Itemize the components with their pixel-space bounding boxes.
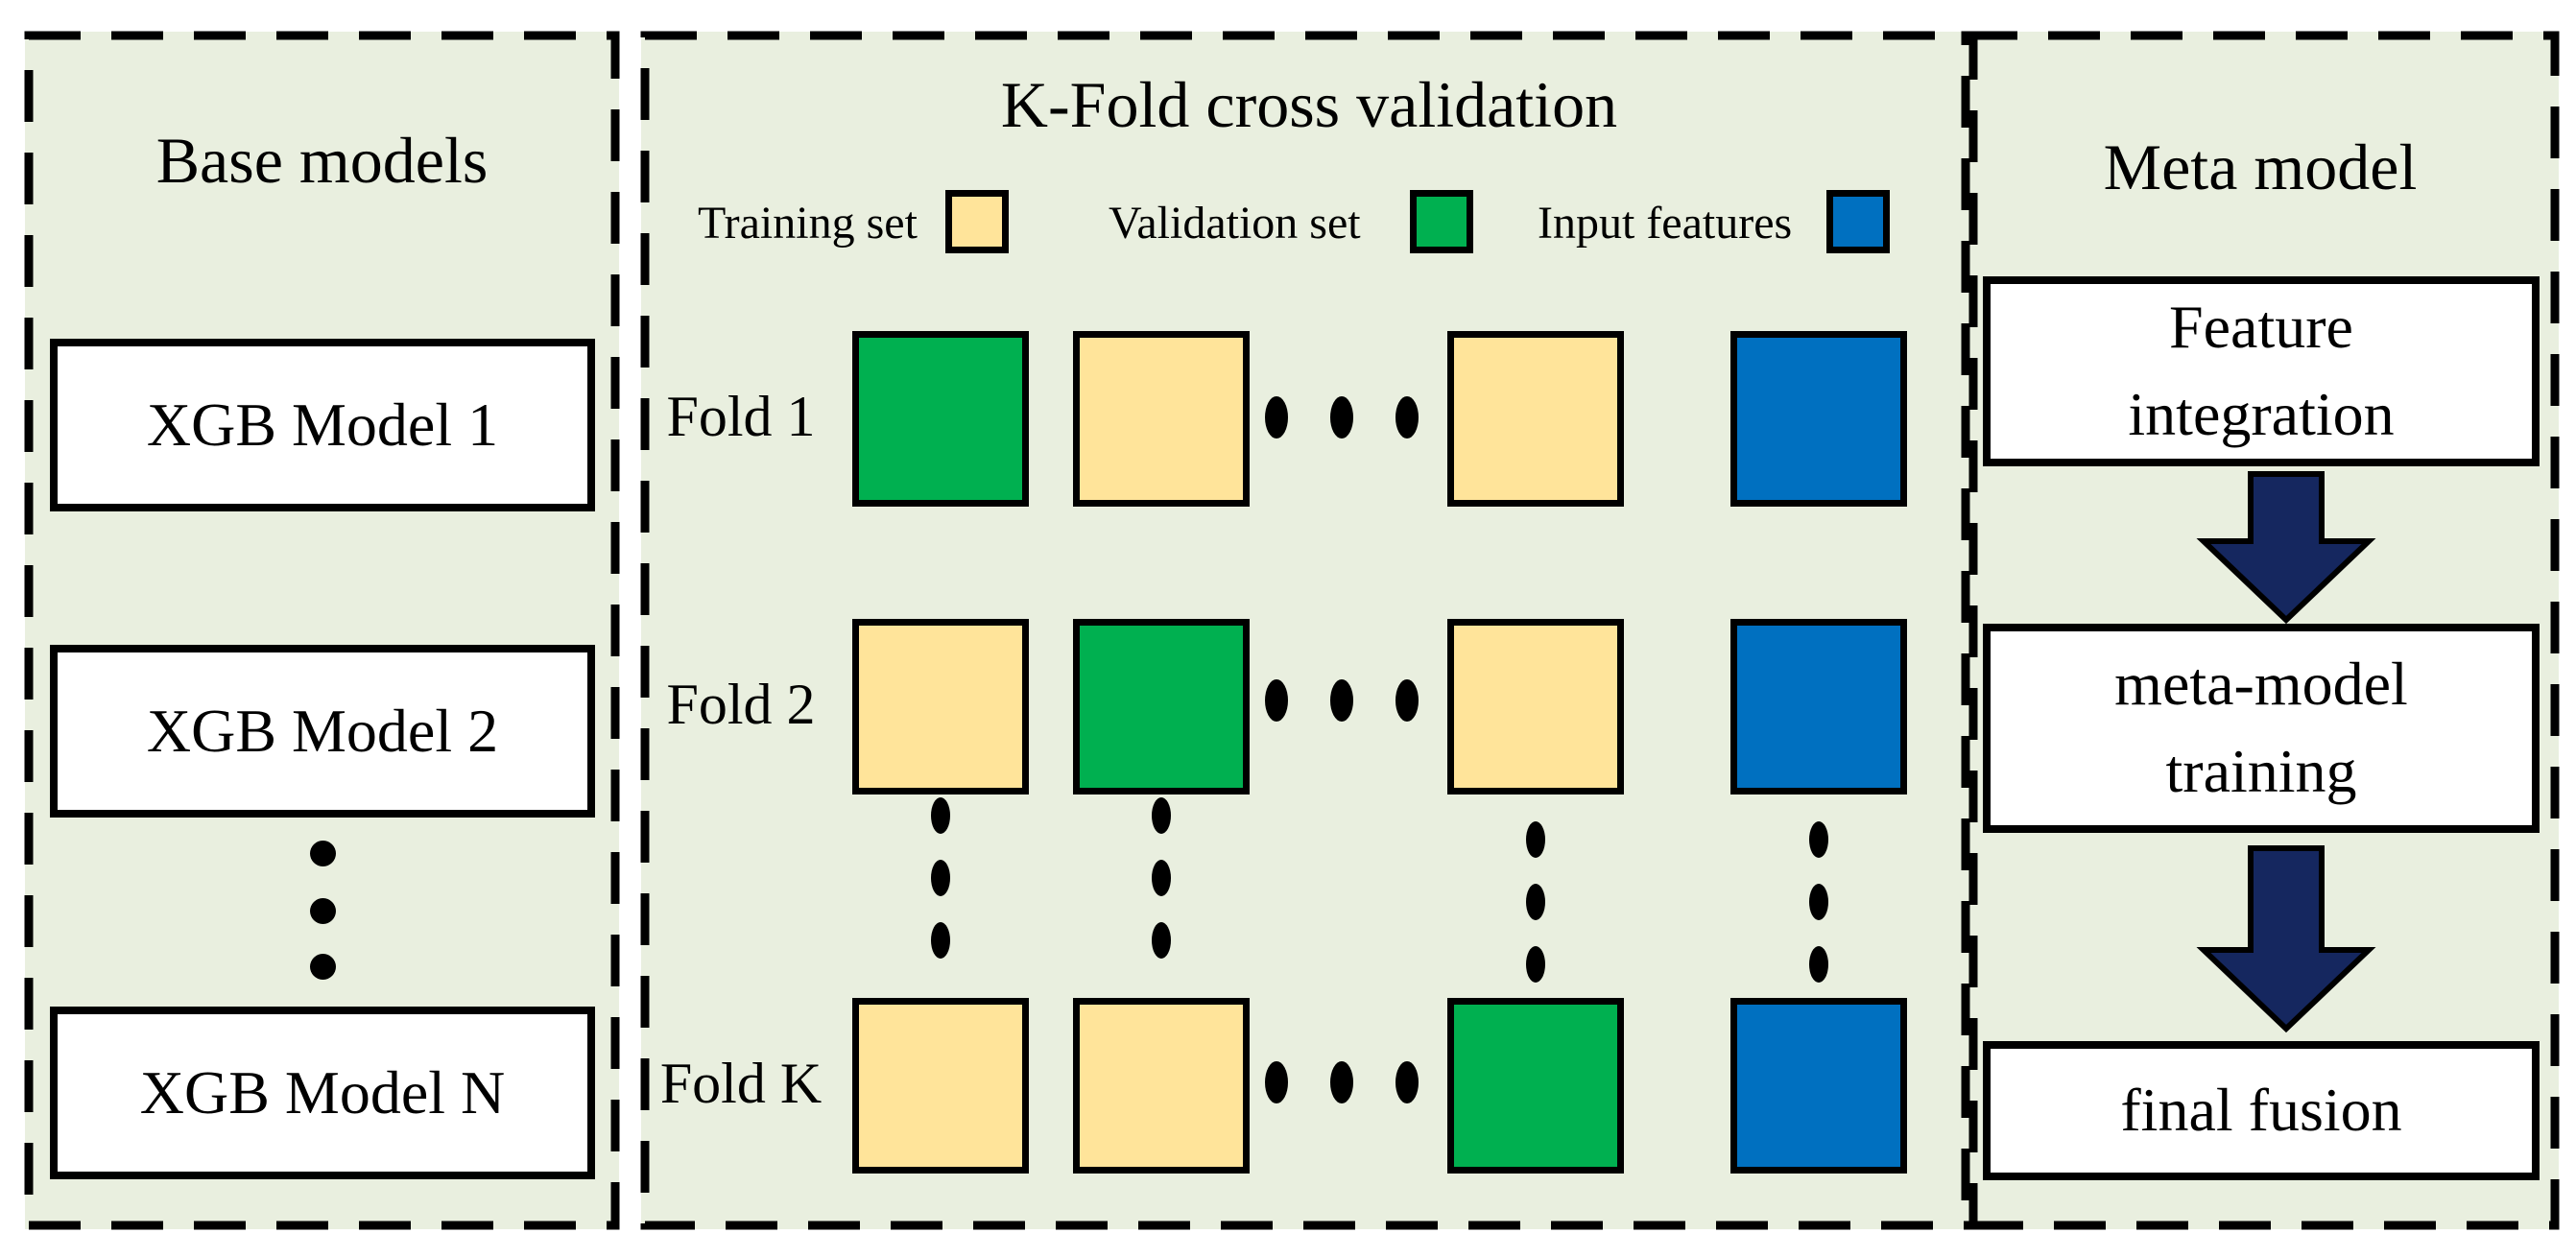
kfold-panel-border (640, 31, 1978, 1230)
horizontal-ellipsis-dot (1330, 396, 1353, 439)
fold-k-cell-validation (1447, 998, 1624, 1174)
legend-swatch-input-features (1826, 190, 1890, 253)
xgb-model-n-box: XGB Model N (50, 1007, 595, 1179)
horizontal-ellipsis-dot (1330, 1061, 1353, 1103)
xgb-model-n-label: XGB Model N (139, 1057, 506, 1127)
meta-panel-border (1961, 31, 2560, 1230)
base-models-title: Base models (155, 124, 489, 197)
down-arrow-icon (2196, 471, 2376, 625)
vertical-ellipsis-dot (1526, 821, 1545, 858)
vertical-ellipsis-dot (310, 954, 336, 980)
xgb-model-1-label: XGB Model 1 (146, 390, 499, 459)
vertical-ellipsis-dot (310, 898, 336, 924)
fold-k-label: Fold K (659, 1052, 823, 1115)
vertical-ellipsis-dot (1809, 946, 1828, 983)
feature-integration-box: Feature integration (1983, 276, 2540, 466)
xgb-model-2-box: XGB Model 2 (50, 645, 595, 818)
legend-label-validation-set: Validation set (1109, 198, 1361, 249)
fold-k-cell-input-features (1730, 998, 1907, 1174)
meta-model-training-box: meta-model training (1983, 624, 2540, 833)
fold-1-cell-training (1447, 331, 1624, 507)
vertical-ellipsis-dot (1152, 860, 1171, 896)
fold-2-cell-training (1447, 619, 1624, 795)
vertical-ellipsis-dot (1809, 884, 1828, 920)
meta-model-title: Meta model (2103, 130, 2418, 203)
kfold-title: K-Fold cross validation (1000, 68, 1618, 141)
fold-1-label: Fold 1 (666, 385, 816, 448)
final-fusion-box: final fusion (1983, 1041, 2540, 1180)
horizontal-ellipsis-dot (1265, 1061, 1288, 1103)
horizontal-ellipsis-dot (1395, 396, 1419, 439)
legend-swatch-training-set (945, 190, 1009, 253)
vertical-ellipsis-dot (931, 922, 950, 959)
meta-model-training-label: meta-model training (2114, 650, 2408, 805)
horizontal-ellipsis-dot (1330, 679, 1353, 722)
xgb-model-1-box: XGB Model 1 (50, 339, 595, 511)
fold-2-cell-training (852, 619, 1029, 795)
final-fusion-label: final fusion (2120, 1076, 2402, 1145)
vertical-ellipsis-dot (1526, 884, 1545, 920)
fold-1-cell-input-features (1730, 331, 1907, 507)
fold-k-cell-training (852, 998, 1029, 1174)
feature-integration-label: Feature integration (2128, 293, 2395, 448)
vertical-ellipsis-dot (310, 841, 336, 866)
vertical-ellipsis-dot (931, 797, 950, 834)
vertical-ellipsis-dot (931, 860, 950, 896)
legend-label-training-set: Training set (698, 198, 918, 249)
vertical-ellipsis-dot (1152, 797, 1171, 834)
base-models-panel-border (24, 31, 620, 1230)
vertical-ellipsis-dot (1809, 821, 1828, 858)
fold-k-cell-training (1073, 998, 1250, 1174)
horizontal-ellipsis-dot (1265, 679, 1288, 722)
legend-swatch-validation-set (1410, 190, 1473, 253)
horizontal-ellipsis-dot (1395, 679, 1419, 722)
fold-1-cell-validation (852, 331, 1029, 507)
xgb-model-2-label: XGB Model 2 (146, 696, 499, 765)
legend-label-input-features: Input features (1538, 198, 1793, 249)
horizontal-ellipsis-dot (1395, 1061, 1419, 1103)
horizontal-ellipsis-dot (1265, 396, 1288, 439)
fold-2-label: Fold 2 (666, 673, 816, 736)
fold-2-cell-input-features (1730, 619, 1907, 795)
fold-1-cell-training (1073, 331, 1250, 507)
down-arrow-icon (2196, 845, 2376, 1033)
fold-2-cell-validation (1073, 619, 1250, 795)
vertical-ellipsis-dot (1152, 922, 1171, 959)
vertical-ellipsis-dot (1526, 946, 1545, 983)
